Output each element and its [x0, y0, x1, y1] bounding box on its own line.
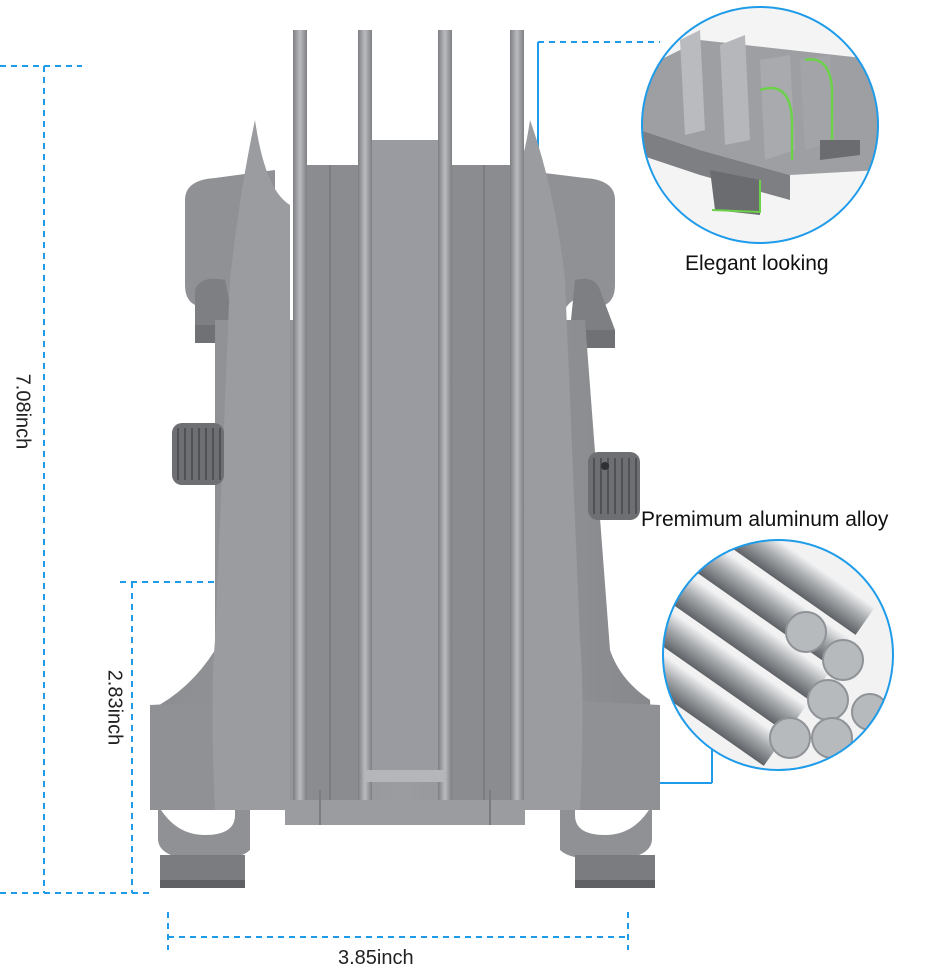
material-feature-label: Premimum aluminum alloy: [641, 508, 889, 531]
left-adjust-knob: [172, 423, 224, 485]
width-dimension-label: 3.85inch: [338, 947, 414, 969]
stand-body: [150, 30, 660, 888]
right-adjust-knob: [588, 452, 640, 520]
height-dimension-label: 7.08inch: [11, 373, 34, 450]
slot-depth-dimension-label: 2.83inch: [103, 669, 126, 746]
inset-elegant-detail: [641, 6, 879, 244]
elegant-feature-label: Elegant looking: [685, 252, 829, 275]
